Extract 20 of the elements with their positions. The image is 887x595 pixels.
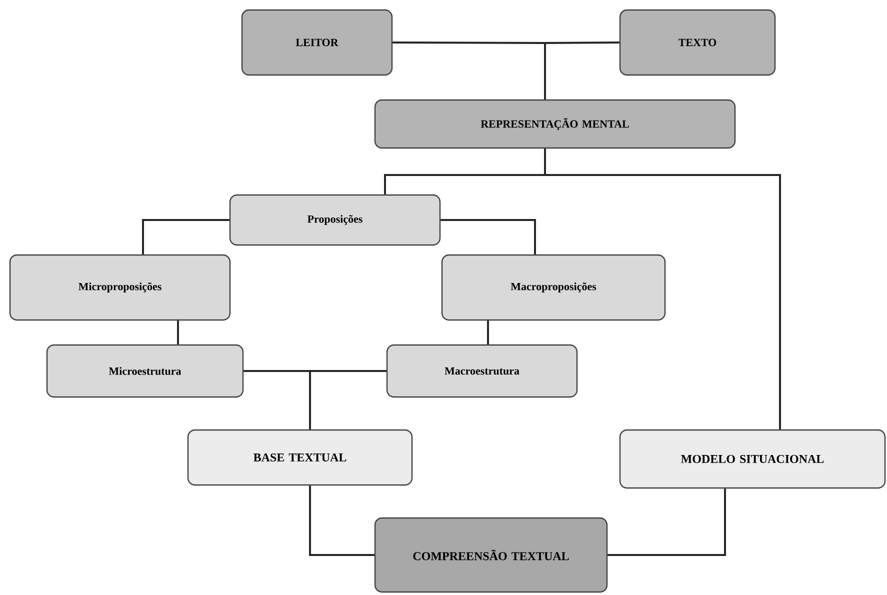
connector-line: [309, 486, 374, 556]
connector-line: [544, 42, 620, 100]
process-box: Microestrutura: [46, 344, 244, 398]
connector-line: [142, 219, 230, 254]
process-box: BASE TEXTUAL: [187, 429, 413, 486]
process-box: Proposições: [229, 194, 441, 246]
process-box: COMPREENSÃO TEXTUAL: [374, 517, 608, 593]
connector-line: [608, 488, 726, 556]
connector-line: [544, 148, 781, 430]
process-box: Microproposições: [9, 254, 231, 321]
connector-line: [440, 219, 536, 254]
process-box: Macroproposições: [441, 254, 666, 321]
connector-line: [309, 370, 386, 430]
process-box: MODELO SITUACIONAL: [619, 429, 886, 489]
process-box: Macroestrutura: [386, 344, 578, 398]
process-box: TEXTO: [619, 9, 776, 76]
connector-line: [177, 320, 179, 344]
connector-line: [487, 320, 489, 344]
process-box: LEITOR: [241, 9, 393, 76]
process-box: REPRESENTAÇÃO MENTAL: [374, 99, 736, 149]
